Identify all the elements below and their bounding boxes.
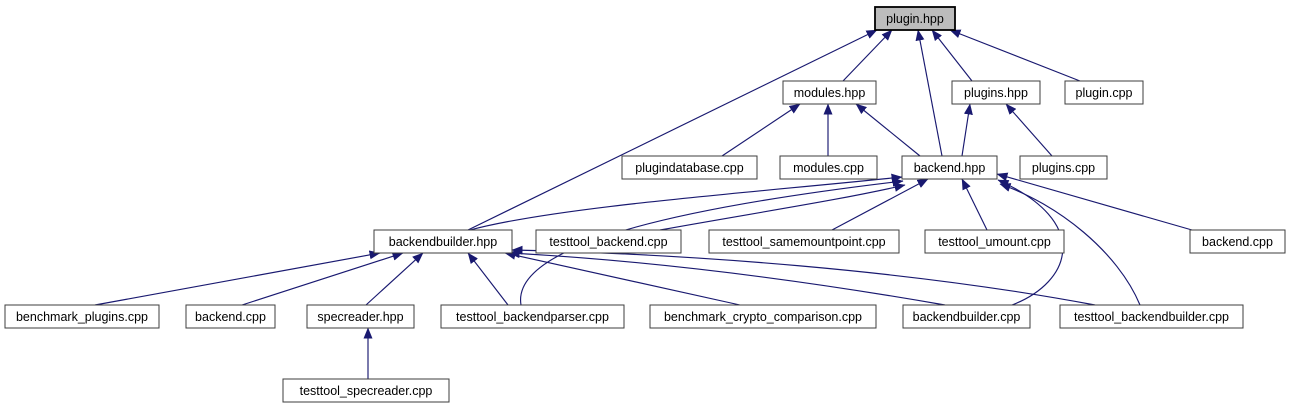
node-backendbuilder_cpp[interactable]: backendbuilder.cpp: [902, 304, 1031, 329]
benchmark_crypto_comparison_cpp-box[interactable]: [649, 304, 877, 329]
modules_hpp-label: modules.hpp: [794, 86, 866, 100]
edge-modules_hpp-to-plugin_hpp: [842, 29, 893, 82]
testtool_samemountpoint_cpp-label: testtool_samemountpoint.cpp: [722, 235, 885, 249]
testtool_specreader_cpp-box[interactable]: [282, 378, 450, 403]
edge-plugins_cpp-to-plugins_hpp: [1005, 103, 1053, 157]
backendbuilder_cpp-box[interactable]: [902, 304, 1031, 329]
plugins_cpp-label: plugins.cpp: [1032, 161, 1095, 175]
edge-backend_cpp_4-to-backend_hpp: [996, 172, 1193, 231]
node-backend_hpp[interactable]: backend.hpp: [901, 155, 998, 180]
testtool_specreader_cpp-label: testtool_specreader.cpp: [300, 384, 433, 398]
specreader_hpp-label: specreader.hpp: [317, 310, 403, 324]
backendbuilder_cpp-label: backendbuilder.cpp: [913, 310, 1021, 324]
edge-plugindatabase_cpp-to-modules_hpp: [721, 103, 801, 157]
testtool_backend_cpp-box[interactable]: [535, 229, 682, 254]
edge-backend_hpp-to-plugin_hpp: [915, 29, 943, 157]
modules_cpp-label: modules.cpp: [793, 161, 864, 175]
backend_cpp_4-box[interactable]: [1189, 229, 1286, 254]
node-modules_cpp[interactable]: modules.cpp: [779, 155, 878, 180]
testtool_umount_cpp-box[interactable]: [924, 229, 1065, 254]
node-plugins_cpp[interactable]: plugins.cpp: [1019, 155, 1108, 180]
edge-backendbuilder_hpp-to-backend_hpp: [469, 173, 903, 231]
edge-benchmark_crypto_comparison_cpp-to-backendbuilder_hpp: [504, 250, 741, 306]
edge-plugins_hpp-to-plugin_hpp: [931, 29, 973, 82]
node-testtool_backendbuilder_cpp[interactable]: testtool_backendbuilder.cpp: [1059, 304, 1244, 329]
backend_cpp_4-label: backend.cpp: [1202, 235, 1273, 249]
node-plugindatabase_cpp[interactable]: plugindatabase.cpp: [621, 155, 758, 180]
backend_hpp-box[interactable]: [901, 155, 998, 180]
backend_cpp_5-box[interactable]: [185, 304, 276, 329]
node-testtool_backendparser_cpp[interactable]: testtool_backendparser.cpp: [440, 304, 625, 329]
node-benchmark_plugins_cpp[interactable]: benchmark_plugins.cpp: [4, 304, 160, 329]
plugindatabase_cpp-label: plugindatabase.cpp: [635, 161, 743, 175]
edge-testtool_backendparser_cpp-to-backendbuilder_hpp: [467, 252, 509, 306]
testtool_umount_cpp-label: testtool_umount.cpp: [938, 235, 1051, 249]
node-testtool_umount_cpp[interactable]: testtool_umount.cpp: [924, 229, 1065, 254]
testtool_backendparser_cpp-label: testtool_backendparser.cpp: [456, 310, 609, 324]
backend_hpp-label: backend.hpp: [914, 161, 986, 175]
plugin_hpp-box[interactable]: [874, 6, 956, 31]
plugindatabase_cpp-box[interactable]: [621, 155, 758, 180]
node-backend_cpp_4[interactable]: backend.cpp: [1189, 229, 1286, 254]
node-backend_cpp_5[interactable]: backend.cpp: [185, 304, 276, 329]
specreader_hpp-box[interactable]: [306, 304, 415, 329]
testtool_backendbuilder_cpp-box[interactable]: [1059, 304, 1244, 329]
testtool_backendparser_cpp-box[interactable]: [440, 304, 625, 329]
node-plugin_hpp[interactable]: plugin.hpp: [874, 6, 956, 31]
node-modules_hpp[interactable]: modules.hpp: [782, 80, 877, 105]
edge-testtool_backend_cpp-to-backend_hpp: [659, 182, 906, 231]
node-testtool_backend_cpp[interactable]: testtool_backend.cpp: [535, 229, 682, 254]
benchmark_crypto_comparison_cpp-label: benchmark_crypto_comparison.cpp: [664, 310, 862, 324]
node-testtool_samemountpoint_cpp[interactable]: testtool_samemountpoint.cpp: [708, 229, 900, 254]
edge-backendbuilder_cpp-to-backendbuilder_hpp: [508, 249, 946, 306]
modules_cpp-box[interactable]: [779, 155, 878, 180]
edge-backend_hpp-to-modules_hpp: [855, 103, 921, 157]
backendbuilder_hpp-box[interactable]: [373, 229, 513, 254]
edge-layer: [94, 29, 1193, 379]
plugin_hpp-label: plugin.hpp: [886, 12, 944, 26]
edge-backend_cpp_5-to-backendbuilder_hpp: [241, 251, 404, 306]
edge-backendbuilder_hpp-to-plugin_hpp: [467, 29, 878, 231]
node-plugins_hpp[interactable]: plugins.hpp: [951, 80, 1041, 105]
testtool_backend_cpp-label: testtool_backend.cpp: [549, 235, 667, 249]
benchmark_plugins_cpp-box[interactable]: [4, 304, 160, 329]
edge-backend_hpp-to-plugins_hpp: [961, 103, 973, 157]
node-plugin_cpp[interactable]: plugin.cpp: [1064, 80, 1144, 105]
plugins_cpp-box[interactable]: [1019, 155, 1108, 180]
edge-testtool_samemountpoint_cpp-to-backend_hpp: [831, 178, 929, 231]
backend_cpp_5-label: backend.cpp: [195, 310, 266, 324]
modules_hpp-box[interactable]: [782, 80, 877, 105]
node-layer: plugin.hpp modules.hpp plugins.hpp plugin.c…: [4, 6, 1286, 403]
node-benchmark_crypto_comparison_cpp[interactable]: benchmark_crypto_comparison.cpp: [649, 304, 877, 329]
plugin_cpp-label: plugin.cpp: [1076, 86, 1133, 100]
edge-testtool_umount_cpp-to-backend_hpp: [961, 178, 988, 231]
node-testtool_specreader_cpp[interactable]: testtool_specreader.cpp: [282, 378, 450, 403]
node-backendbuilder_hpp[interactable]: backendbuilder.hpp: [373, 229, 513, 254]
backendbuilder_hpp-label: backendbuilder.hpp: [389, 235, 497, 249]
testtool_backendbuilder_cpp-label: testtool_backendbuilder.cpp: [1074, 310, 1229, 324]
edge-testtool_backendbuilder_cpp-to-backend_hpp: [999, 183, 1141, 306]
node-specreader_hpp[interactable]: specreader.hpp: [306, 304, 415, 329]
testtool_samemountpoint_cpp-box[interactable]: [708, 229, 900, 254]
plugins_hpp-label: plugins.hpp: [964, 86, 1028, 100]
edge-specreader_hpp-to-backendbuilder_hpp: [365, 252, 424, 306]
plugin_cpp-box[interactable]: [1064, 80, 1144, 105]
plugins_hpp-box[interactable]: [951, 80, 1041, 105]
edge-plugin_cpp-to-plugin_hpp: [949, 29, 1081, 82]
edge-testtool_backendbuilder_cpp-to-backendbuilder_hpp: [511, 245, 1096, 306]
edge-benchmark_plugins_cpp-to-backendbuilder_hpp: [94, 250, 381, 306]
benchmark_plugins_cpp-label: benchmark_plugins.cpp: [16, 310, 148, 324]
